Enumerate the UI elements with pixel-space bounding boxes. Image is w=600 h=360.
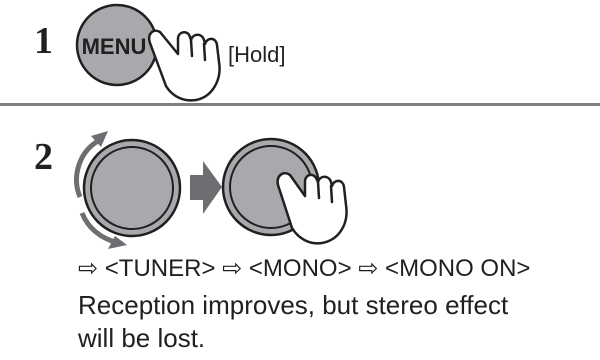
menu-path: ⇨ <TUNER> ⇨ <MONO> ⇨ <MONO ON>	[78, 255, 531, 282]
pressing-hand-icon	[148, 29, 221, 102]
description-line: will be lost.	[78, 323, 206, 353]
menu-button-icon[interactable]: MENU	[75, 3, 159, 87]
description-line: Reception improves, but stereo effect	[78, 290, 509, 320]
step-1-number: 1	[34, 20, 53, 62]
step-2-number: 2	[34, 136, 53, 178]
menu-button-label: MENU	[82, 34, 147, 59]
hold-label: [Hold]	[228, 42, 286, 67]
description: Reception improves, but stereo effect wi…	[78, 289, 588, 355]
rotate-arrows-icon	[74, 131, 127, 249]
control-knob-icon[interactable]	[82, 138, 182, 238]
pressing-hand-icon	[276, 171, 348, 245]
next-step-arrow-icon	[190, 161, 222, 214]
step-divider	[0, 103, 600, 106]
